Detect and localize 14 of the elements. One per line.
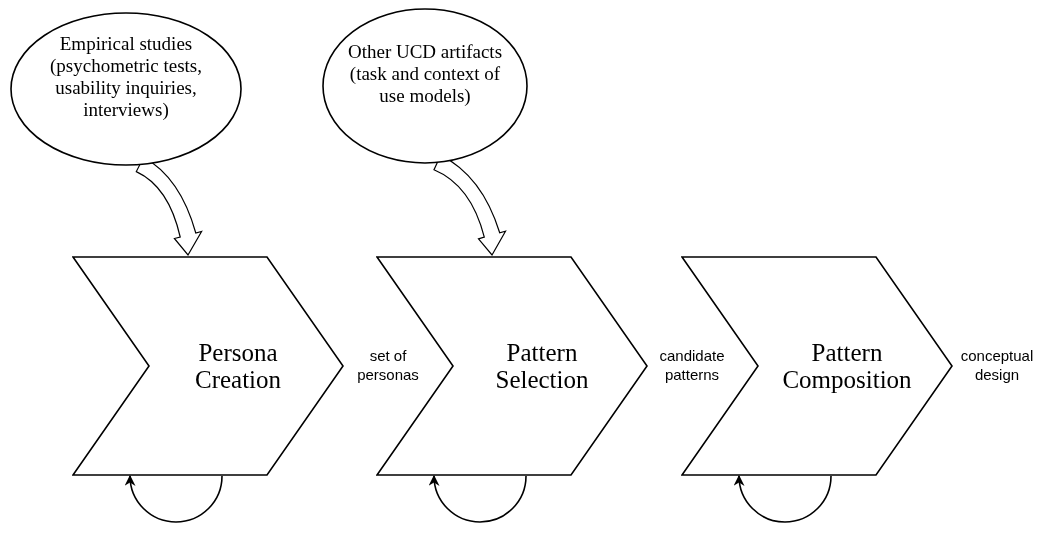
output-label: candidate patterns xyxy=(658,346,726,384)
output-label: set of personas xyxy=(356,346,420,384)
loop-arrow xyxy=(734,474,832,523)
ellipse-node xyxy=(322,8,528,164)
loop-arrow xyxy=(125,474,223,523)
ellipse-node xyxy=(10,12,242,166)
source-label: Other UCD artifacts (task and context of use models) xyxy=(346,41,504,107)
chevron-step xyxy=(72,256,344,476)
source-label: Empirical studies (psychometric tests, usability inquiries, interviews) xyxy=(49,33,203,121)
step-label: Persona Creation xyxy=(193,339,283,393)
output-label: conceptual design xyxy=(959,346,1035,384)
step-label: Pattern Selection xyxy=(494,339,590,393)
loop-arrow xyxy=(429,474,527,523)
step-label: Pattern Composition xyxy=(781,339,913,393)
